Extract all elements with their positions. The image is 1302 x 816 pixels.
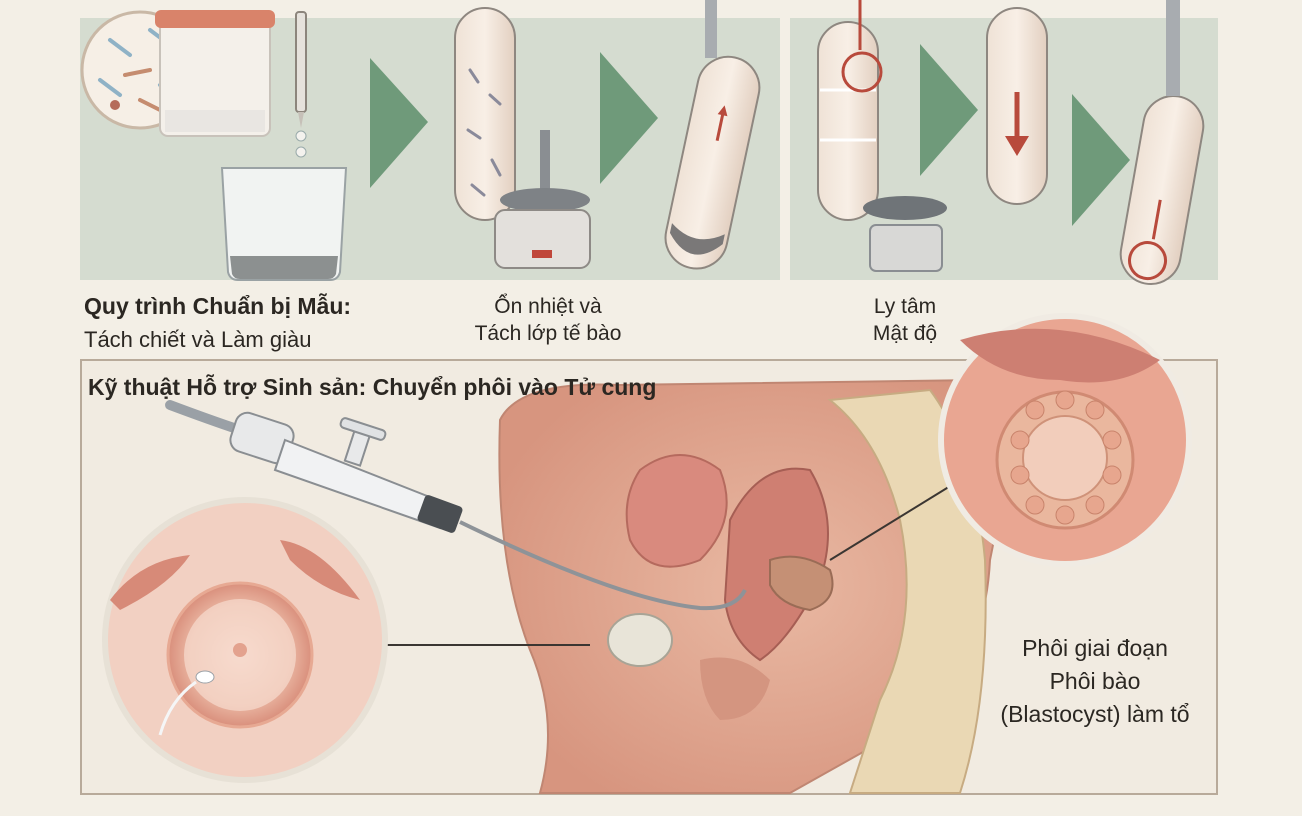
- pelvic-cross-section: [498, 378, 999, 794]
- density-tube: [986, 7, 1048, 205]
- separated-tube: [664, 55, 761, 270]
- step-centrifuge-caption: Ly tâm Mật độ: [805, 293, 1005, 347]
- pipette-a: [705, 0, 717, 58]
- callout-line-blastocyst: [829, 479, 961, 561]
- arrow-4: [1072, 94, 1130, 226]
- transfer-title: Kỹ thuật Hỗ trợ Sinh sản: Chuyển phôi và…: [88, 374, 657, 400]
- dropper: [295, 11, 307, 158]
- step-incubate-line-2: Tách lớp tế bào: [474, 322, 622, 345]
- centrifuge-machine: [863, 196, 947, 272]
- beaker: [220, 167, 348, 281]
- blastocyst-label-line-2: Phôi bào: [1049, 668, 1141, 694]
- step-centrifuge-line-2: Mật độ: [872, 322, 938, 345]
- vortex-mixer: [494, 130, 591, 269]
- incubation-tube: [454, 7, 516, 221]
- arrow-3: [920, 44, 978, 176]
- embryo-transfer-catheter: [165, 400, 747, 611]
- final-tube: [1119, 94, 1205, 286]
- step-incubate-caption: Ổn nhiệt và Tách lớp tế bào: [448, 293, 648, 347]
- blastocyst-inset: [938, 313, 1192, 567]
- sample-container: [155, 10, 275, 137]
- arrow-1: [370, 58, 428, 188]
- prep-subtitle: Tách chiết và Làm giàu: [84, 327, 312, 352]
- blastocyst-label-line-1: Phôi giai đoạn: [1022, 635, 1168, 661]
- prep-title: Quy trình Chuẩn bị Mẫu:: [84, 293, 352, 319]
- pipette-b: [1166, 0, 1180, 96]
- step-incubate-line-1: Ổn nhiệt và: [494, 295, 602, 318]
- blastocyst-label: Phôi giai đoạn Phôi bào (Blastocyst) làm…: [960, 632, 1230, 731]
- arrow-2: [600, 52, 658, 184]
- centrifuge-tube-1: [817, 0, 883, 221]
- blastocyst-label-line-3: (Blastocyst) làm tổ: [1000, 701, 1190, 727]
- step-centrifuge-line-1: Ly tâm: [873, 295, 937, 318]
- fertilization-inset: [102, 497, 388, 783]
